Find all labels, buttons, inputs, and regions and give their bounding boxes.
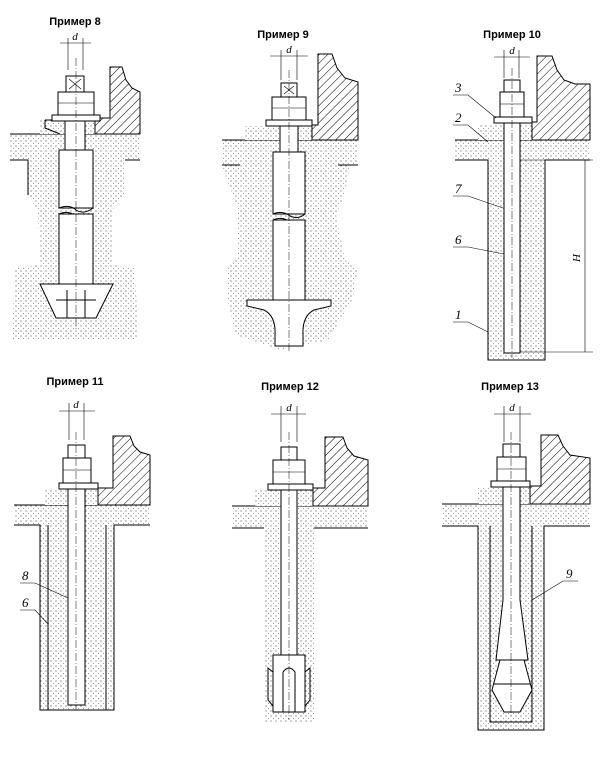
- svg-text:d: d: [286, 402, 292, 414]
- svg-text:H: H: [571, 253, 583, 263]
- svg-text:d: d: [509, 402, 515, 414]
- panel-example-11: Пример 11 d 8 6: [14, 376, 151, 711]
- svg-text:d: d: [72, 31, 78, 43]
- svg-text:d: d: [286, 44, 292, 56]
- svg-text:9: 9: [566, 566, 573, 581]
- callouts: 3 2 7 6 1: [453, 80, 505, 333]
- svg-text:d: d: [73, 399, 79, 411]
- anchor-cone-wedge: [491, 659, 533, 713]
- foundation-concrete: [455, 140, 590, 360]
- dimension-d: d: [270, 44, 308, 80]
- panel-example-8: Пример 8 d: [10, 16, 141, 340]
- svg-text:7: 7: [455, 181, 462, 196]
- equipment-base: [311, 53, 359, 141]
- panel-title: Пример 12: [261, 381, 319, 393]
- equipment-base: [531, 55, 591, 141]
- anchor-cone: [39, 283, 114, 319]
- panel-title: Пример 10: [483, 29, 541, 41]
- panel-example-13: Пример 13 d 9: [442, 381, 591, 731]
- panel-example-10: Пример 10 d H 3 2 7 6: [453, 29, 593, 361]
- equipment-base: [97, 435, 151, 506]
- svg-text:2: 2: [455, 110, 462, 125]
- svg-text:d: d: [509, 45, 515, 57]
- svg-text:3: 3: [454, 80, 462, 95]
- dimension-d: d: [494, 45, 530, 78]
- callouts: 8 6: [20, 568, 69, 625]
- dimension-d: d: [271, 402, 306, 442]
- panel-title: Пример 13: [481, 381, 539, 393]
- dimension-d: d: [60, 31, 91, 70]
- equipment-base: [312, 436, 369, 507]
- dimension-d: d: [59, 399, 95, 440]
- dimension-H: H: [520, 159, 593, 353]
- panel-title: Пример 11: [46, 376, 103, 388]
- foundation-concrete: [232, 506, 368, 722]
- panel-title: Пример 8: [49, 16, 101, 28]
- svg-text:1: 1: [455, 307, 462, 322]
- svg-text:6: 6: [455, 232, 462, 247]
- equipment-base: [94, 66, 141, 135]
- svg-text:6: 6: [22, 595, 29, 610]
- panel-example-9: Пример 9 d: [222, 29, 359, 352]
- callouts: 9: [531, 566, 578, 601]
- panel-title: Пример 9: [257, 29, 309, 41]
- equipment-base: [529, 434, 591, 505]
- dimension-d: d: [494, 402, 531, 442]
- svg-text:8: 8: [22, 568, 29, 583]
- panel-example-12: Пример 12 d: [232, 381, 369, 722]
